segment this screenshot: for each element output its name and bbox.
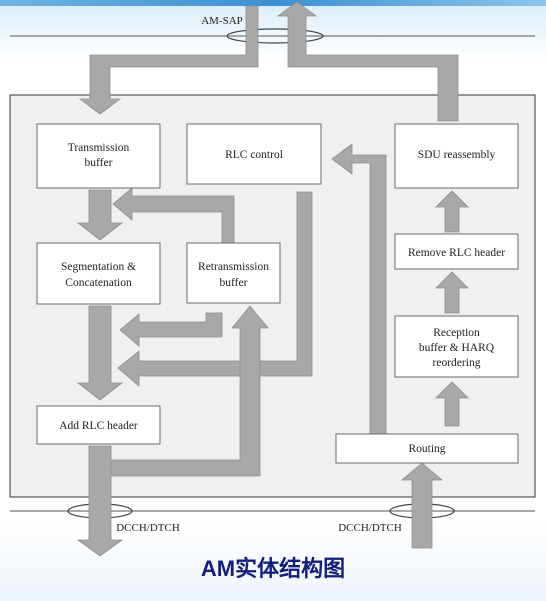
transmission-buffer-label-2: buffer (85, 157, 113, 169)
routing-box (335, 433, 519, 464)
am-entity-diagram: AM-SAP DCCH/DTCH DCCH/DTCH (9, 1, 536, 557)
arrow-retransmission-loop (119, 312, 223, 347)
reception-buffer-box (394, 315, 519, 378)
arrow-output-to-retransmission (110, 305, 269, 477)
figure-caption: AM实体结构图 (200, 556, 346, 581)
retransmission-buffer-label-2: buffer (220, 277, 248, 289)
sdu-reassembly-label: SDU reassembly (418, 149, 496, 161)
segmentation-label-2: Concatenation (65, 277, 132, 289)
arrow-am-sap-to-transmission-buffer (78, 5, 259, 115)
top-decoration-band (0, 0, 546, 6)
retransmission-buffer-box (186, 242, 281, 304)
dcch-left-label: DCCH/DTCH (116, 522, 180, 534)
transmission-buffer-label-1: Transmission (68, 142, 130, 154)
sdu-reassembly-box (394, 123, 519, 189)
retransmission-buffer-label-1: Retransmission (198, 261, 269, 273)
arrow-transmission-to-segmentation (76, 189, 124, 241)
remove-rlc-header-label: Remove RLC header (408, 247, 505, 259)
remove-rlc-header-box (394, 233, 519, 270)
arrow-routing-to-rlc-control (331, 143, 387, 437)
reception-buffer-label-3: reordering (433, 357, 481, 369)
arrow-rlc-control-to-output (117, 191, 313, 387)
arrow-retransmission-to-transmission (112, 187, 235, 244)
arrow-dcch-to-routing (400, 462, 444, 549)
reception-buffer-label-2: buffer & HARQ (419, 342, 495, 354)
arrow-reception-to-remove-header (435, 271, 469, 314)
dcch-right-label: DCCH/DTCH (338, 522, 402, 534)
am-sap-ellipse (226, 28, 324, 44)
reception-buffer-label-1: Reception (433, 327, 480, 339)
segmentation-label-1: Segmentation & (61, 261, 136, 273)
am-sap-label: AM-SAP (201, 15, 243, 27)
arrow-segmentation-to-add-header (76, 305, 124, 401)
arrow-sdu-reassembly-to-am-sap (276, 1, 459, 122)
transmission-buffer-box (36, 123, 161, 189)
arrow-routing-to-reception (435, 381, 469, 427)
arrow-remove-header-to-sdu (435, 190, 469, 233)
add-rlc-header-box (36, 405, 161, 445)
routing-label: Routing (408, 443, 445, 455)
add-rlc-header-label: Add RLC header (59, 420, 138, 432)
rlc-control-label: RLC control (225, 149, 283, 161)
rlc-control-box (186, 123, 322, 185)
segmentation-box (36, 242, 161, 305)
